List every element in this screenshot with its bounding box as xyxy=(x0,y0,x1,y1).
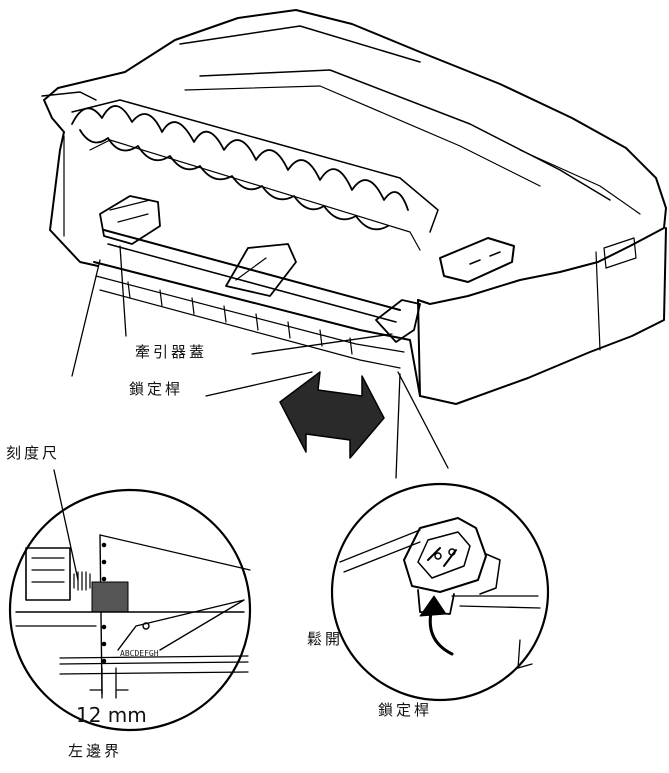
ruler-text: ABCDEFGH xyxy=(120,649,159,658)
label-lock-lever-top: 鎖定桿 xyxy=(129,380,184,398)
label-tractor-cover: 牽引器蓋 xyxy=(135,343,208,361)
label-left-margin: 左邊界 xyxy=(68,742,123,760)
release-arrow-icon xyxy=(419,595,447,617)
leader-lines xyxy=(53,245,449,581)
right-detail-circle xyxy=(330,482,550,702)
double-arrow-icon xyxy=(279,371,385,459)
label-lock-lever-bottom: 鎖定桿 xyxy=(378,701,433,719)
label-measurement: 12 mm xyxy=(76,703,147,727)
label-release: 鬆開 xyxy=(307,630,344,648)
platen-gear-row xyxy=(71,105,409,231)
label-scale: 刻度尺 xyxy=(6,444,61,462)
left-detail-circle xyxy=(8,488,252,732)
